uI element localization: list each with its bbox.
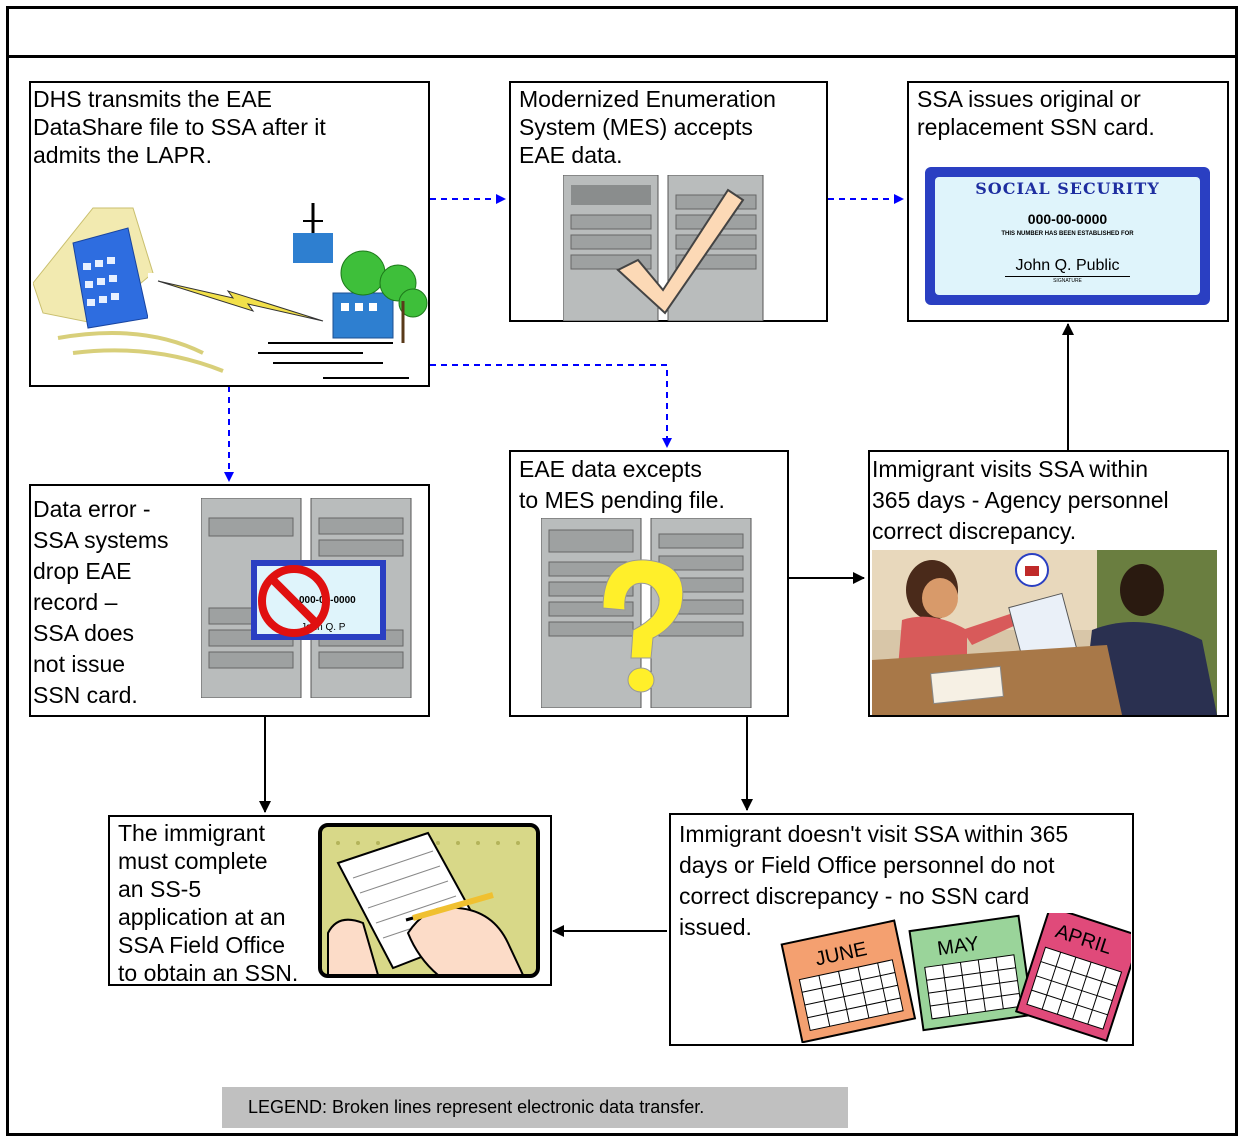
step-text: EAE data excepts to MES pending file. <box>519 456 725 513</box>
diagram-frame <box>6 6 1238 1136</box>
server-check-icon <box>563 175 764 321</box>
step-dhs-transmit: DHS transmits the EAE DataShare file to … <box>29 81 430 387</box>
calendars-icon: JUNE MAY APRIL <box>780 913 1131 1043</box>
step-text: The immigrant must complete an SS-5 appl… <box>118 820 299 986</box>
office-meeting-icon <box>872 550 1217 715</box>
card-number: 000-00-0000 <box>1027 211 1108 227</box>
card-established: THIS NUMBER HAS BEEN ESTABLISHED FOR <box>1001 231 1134 237</box>
step-immigrant-visits: Immigrant visits SSA within 365 days - A… <box>868 450 1229 717</box>
small-card-name: John Q. P <box>301 622 346 633</box>
step-data-error: Data error - SSA systems drop EAE record… <box>29 484 430 717</box>
header-rule <box>6 55 1238 58</box>
step-complete-ss5: The immigrant must complete an SS-5 appl… <box>108 815 552 986</box>
step-mes-accepts: Modernized Enumeration System (MES) acce… <box>509 81 828 322</box>
card-header: SOCIAL SECURITY <box>975 179 1160 198</box>
step-ssa-issues: SSA issues original or replacement SSN c… <box>907 81 1229 322</box>
buildings-transmission-icon <box>33 203 428 379</box>
card-signature-label: SIGNATURE <box>1053 278 1082 284</box>
step-mes-pending: EAE data excepts to MES pending file. <box>509 450 789 717</box>
writing-hand-icon <box>318 823 540 978</box>
step-text: SSA issues original or replacement SSN c… <box>917 86 1155 140</box>
card-name: John Q. Public <box>1015 257 1120 274</box>
server-question-icon <box>541 518 752 708</box>
arrow-dhs-to-pending <box>430 364 672 448</box>
server-rejected-card-icon: 000-00-0000 John Q. P <box>201 498 412 698</box>
step-text: Modernized Enumeration System (MES) acce… <box>519 86 776 168</box>
step-text: Data error - SSA systems drop EAE record… <box>33 496 169 708</box>
step-text: Immigrant visits SSA within 365 days - A… <box>872 456 1169 544</box>
step-text: DHS transmits the EAE DataShare file to … <box>33 86 326 168</box>
step-text: Immigrant doesn't visit SSA within 365 d… <box>679 821 1069 940</box>
legend: LEGEND: Broken lines represent electroni… <box>222 1087 848 1128</box>
social-security-card: SOCIAL SECURITY 000-00-0000 THIS NUMBER … <box>925 167 1210 305</box>
step-no-visit: Immigrant doesn't visit SSA within 365 d… <box>669 813 1134 1046</box>
